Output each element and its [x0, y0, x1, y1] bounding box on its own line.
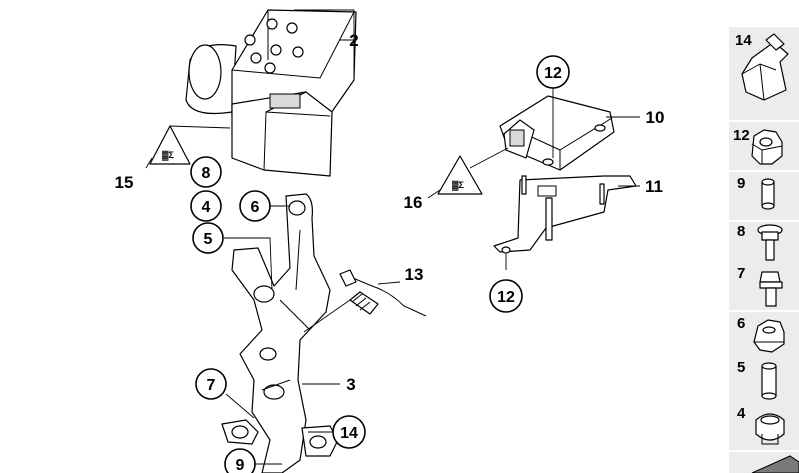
svg-text:6: 6: [737, 315, 745, 332]
callout-10: 10: [646, 108, 665, 127]
svg-text:▓Σ: ▓Σ: [452, 180, 465, 191]
svg-text:9: 9: [236, 457, 245, 473]
leader-7: [225, 393, 255, 419]
sleeve-icon: [761, 178, 775, 210]
bushing-icon: [755, 413, 785, 445]
sidebar-cell-6: 6: [729, 312, 799, 360]
callout-16: 16: [404, 193, 423, 212]
callout-5: 5: [192, 222, 224, 254]
svg-text:2: 2: [349, 31, 358, 50]
leader-5: [224, 237, 273, 291]
callout-11: 11: [645, 177, 663, 196]
sidebar-cell-5: 5: [729, 356, 799, 404]
sidebar-cell-7: 7: [729, 262, 799, 310]
sensor-cable: [303, 269, 427, 333]
svg-text:7: 7: [207, 377, 216, 394]
parts-sidebar: 14 12 9: [729, 27, 799, 473]
svg-text:8: 8: [202, 165, 211, 182]
svg-text:12: 12: [544, 65, 562, 82]
bolt-icon-8: [757, 224, 783, 261]
svg-text:7: 7: [737, 265, 745, 282]
callout-13: 13: [405, 265, 424, 284]
svg-text:5: 5: [204, 231, 213, 248]
svg-text:3: 3: [346, 375, 355, 394]
long-sleeve-icon: [761, 362, 777, 400]
svg-text:5: 5: [737, 359, 745, 376]
sidebar-cell-9: 9: [729, 172, 799, 220]
callout-12-top: 12: [536, 55, 570, 89]
svg-text:6: 6: [251, 199, 260, 216]
airbag-bracket: [493, 175, 637, 254]
leader-15: [145, 125, 231, 169]
svg-text:14: 14: [735, 32, 752, 49]
airbag-control-unit: [499, 95, 615, 171]
svg-text:4: 4: [737, 405, 746, 422]
svg-text:8: 8: [737, 223, 745, 240]
sidebar-cell-12: 12: [729, 122, 799, 170]
svg-text:13: 13: [405, 265, 424, 284]
wedge-icon: [751, 455, 799, 473]
warning-label-16: ▓Σ: [437, 155, 483, 195]
svg-text:9: 9: [737, 175, 745, 192]
callout-3: 3: [346, 375, 355, 394]
bolt-icon-7: [759, 271, 783, 307]
svg-text:11: 11: [645, 177, 663, 196]
callout-14: 14: [332, 415, 366, 449]
leader-2: [294, 9, 355, 78]
svg-text:12: 12: [733, 127, 750, 144]
svg-text:4: 4: [202, 199, 211, 216]
callout-6: 6: [239, 190, 271, 222]
sidebar-cell-14: 14: [729, 27, 799, 120]
svg-text:12: 12: [497, 289, 515, 306]
abs-mounting-bracket: [221, 193, 339, 473]
abs-hydraulic-unit: [185, 9, 357, 177]
callout-2: 2: [349, 31, 358, 50]
callout-4: 4: [190, 190, 222, 222]
svg-text:10: 10: [646, 108, 665, 127]
clip-bracket-icon: [741, 33, 789, 101]
sidebar-cell-4: 4: [729, 402, 799, 450]
leader-13: [377, 281, 401, 285]
sidebar-cell-partial: [729, 452, 799, 473]
callout-12-bottom: 12: [489, 279, 523, 313]
svg-text:16: 16: [404, 193, 423, 212]
callout-9: 9: [224, 448, 256, 473]
callout-7: 7: [195, 368, 227, 400]
leader-16: [427, 147, 509, 199]
warning-label-15: ▓Σ: [149, 125, 191, 165]
svg-text:14: 14: [340, 425, 358, 442]
collar-nut-icon: [753, 319, 785, 353]
callout-8: 8: [190, 156, 222, 188]
callout-15: 15: [115, 173, 134, 192]
svg-text:▓Σ: ▓Σ: [162, 150, 175, 161]
svg-text:15: 15: [115, 173, 134, 192]
hex-nut-icon: [751, 129, 783, 165]
